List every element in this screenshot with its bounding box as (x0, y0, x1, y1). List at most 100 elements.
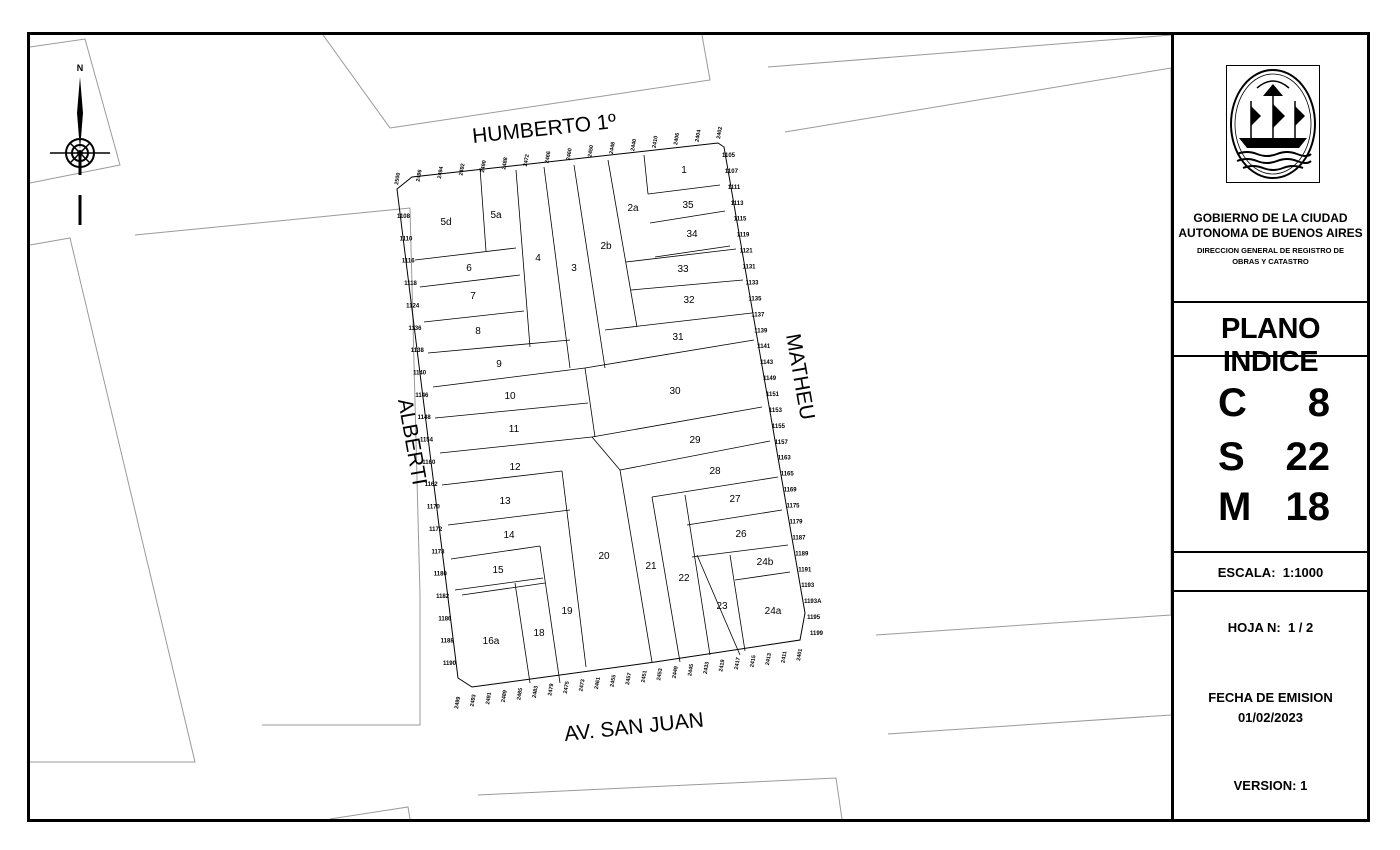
parcel-label: 35 (682, 200, 694, 211)
parcel-label: 4 (535, 253, 541, 264)
address-number: 1180 (434, 572, 448, 578)
address-number: 1111 (728, 185, 741, 191)
address-number: 1139 (754, 328, 768, 334)
address-number: 1105 (722, 153, 736, 159)
address-number: 1133 (746, 281, 760, 287)
address-number: 1199 (810, 631, 824, 637)
date-label: FECHA DE EMISION (1208, 690, 1333, 705)
version-value: 1 (1300, 778, 1308, 793)
s-label: S (1218, 435, 1245, 479)
address-number: 2494 (437, 165, 445, 179)
address-number: 2475 (563, 681, 571, 694)
address-number: 2455 (610, 674, 618, 687)
parcel-label: 20 (598, 551, 610, 562)
m-value: 18 (1285, 485, 1331, 529)
parcel-label: 31 (672, 332, 684, 343)
address-number: 2489 (501, 690, 509, 703)
address-number: 1116 (402, 259, 415, 265)
parcel-label: 5d (440, 217, 451, 228)
address-number: 2500 (394, 172, 402, 185)
address-number: 2485 (516, 688, 524, 701)
city-emblem-icon (1226, 65, 1320, 183)
parcel-label: 32 (683, 295, 695, 306)
version-row: VERSION: 1 (1174, 778, 1367, 793)
parcel-label: 34 (686, 229, 698, 240)
address-number: 2411 (781, 651, 789, 664)
address-number: 1178 (431, 549, 445, 555)
address-number: 2453 (656, 668, 664, 681)
parcel-labels: 1 35 34 33 32 31 30 29 28 27 26 24b 24a … (440, 165, 781, 647)
scale-row: ESCALA: 1:1000 (1174, 565, 1367, 580)
address-number: 1149 (763, 376, 777, 382)
parcel-label: 6 (466, 263, 472, 274)
address-number: 1141 (757, 344, 771, 350)
map-area: N (30, 35, 1171, 819)
s-value: 22 (1285, 435, 1331, 479)
street-labels: HUMBERTO 1º AV. SAN JUAN ALBERTI MATHEU (393, 110, 819, 746)
c-value: 8 (1307, 381, 1330, 425)
parcel-label: 7 (470, 291, 476, 302)
street-east: MATHEU (781, 332, 819, 422)
parcel-label: 26 (735, 529, 747, 540)
address-number: 1113 (731, 201, 744, 207)
parcel-label: 1 (681, 165, 687, 176)
parcel-label: 30 (669, 386, 681, 397)
address-number: 1143 (760, 360, 774, 366)
address-number: 2496 (416, 169, 424, 182)
address-number: 2449 (672, 666, 680, 679)
address-number: 1195 (807, 615, 821, 621)
address-number: 1135 (748, 296, 762, 302)
address-number: 2466 (544, 151, 552, 164)
address-number: 2406 (673, 132, 681, 145)
address-number: 2488 (501, 157, 509, 170)
street-north: HUMBERTO 1º (471, 110, 618, 148)
sheet-row: HOJA N: 1 / 2 (1174, 620, 1367, 635)
address-number: 2402 (716, 126, 724, 139)
parcel-label: 3 (571, 263, 577, 274)
address-number: 1110 (400, 236, 413, 242)
address-number: 1165 (781, 472, 795, 478)
parcel-label: 23 (716, 601, 728, 612)
address-number: 1191 (798, 567, 812, 573)
parcel-lines (414, 154, 791, 684)
address-number: 1179 (790, 520, 804, 526)
address-number: 1162 (425, 482, 439, 488)
parcel-label: 9 (496, 359, 502, 370)
address-number: 1131 (743, 265, 757, 271)
address-number: 2410 (652, 135, 660, 148)
parcel-label: 8 (475, 326, 481, 337)
address-number: 2404 (695, 128, 703, 142)
address-number: 2493 (470, 694, 478, 707)
parcel-label: 2b (600, 241, 612, 252)
parcel-label: 27 (729, 494, 741, 505)
parcel-label: 24a (765, 606, 782, 617)
parcel-label: 24b (757, 557, 774, 568)
sheet-value: 1 / 2 (1287, 620, 1314, 635)
plan-title: PLANO INDICE (1221, 313, 1321, 378)
department-line1: DIRECCION GENERAL DE REGISTRO DE (1197, 246, 1344, 255)
address-number: 2451 (641, 670, 649, 683)
address-number: 1155 (772, 424, 786, 430)
address-number: 2448 (609, 142, 617, 155)
address-number: 1187 (792, 535, 806, 541)
north-arrow-icon: N (50, 63, 110, 225)
map-frame (27, 32, 1370, 822)
address-number: 2445 (687, 664, 695, 677)
address-number: 2419 (718, 659, 726, 672)
address-numbers-east: 1105110711111113111511191121113111331135… (722, 153, 824, 637)
scale-label: ESCALA: (1217, 565, 1276, 580)
address-number: 2483 (532, 685, 540, 698)
scale-value: 1:1000 (1282, 565, 1324, 580)
address-number: 1119 (737, 233, 750, 239)
sheet-label: HOJA N: (1227, 620, 1281, 635)
address-number: 1175 (787, 504, 801, 510)
address-number: 1148 (418, 415, 432, 421)
address-number: 1193A (804, 599, 822, 605)
address-number: 2460 (566, 148, 574, 161)
parcel-label: 18 (533, 628, 545, 639)
address-number: 1107 (725, 169, 739, 175)
address-number: 2450 (587, 145, 595, 158)
address-number: 1151 (766, 392, 780, 398)
address-number: 2417 (734, 657, 742, 670)
